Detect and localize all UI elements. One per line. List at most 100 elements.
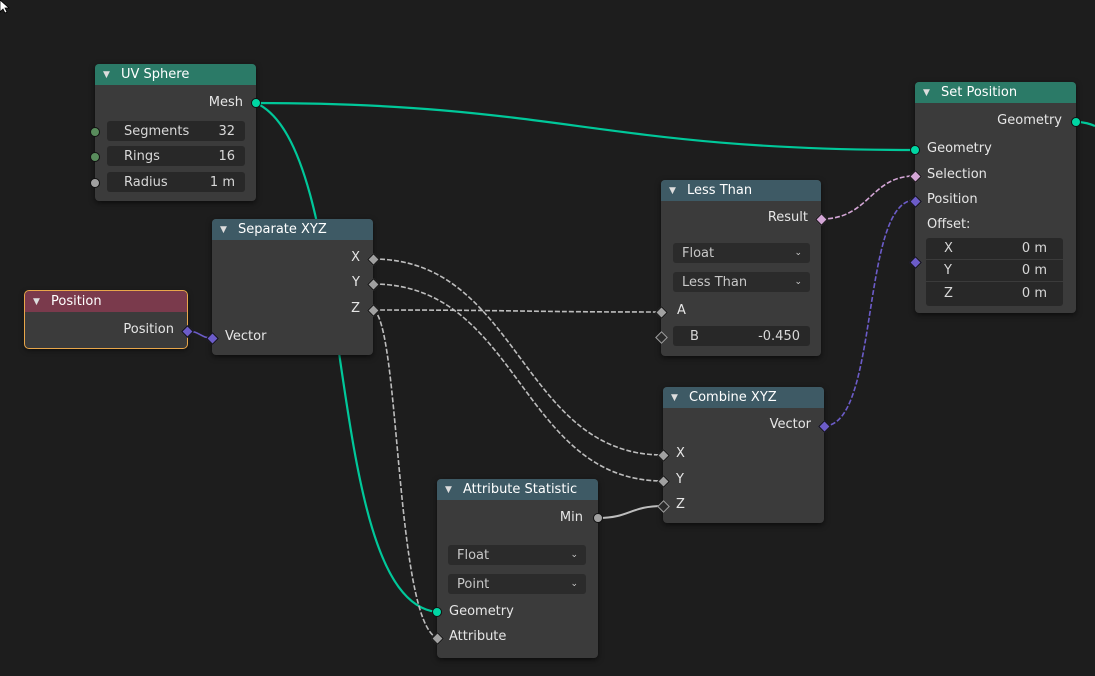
rings-input-socket[interactable] <box>90 152 100 162</box>
operation-value: Less Than <box>682 274 748 290</box>
position-header[interactable]: ▼ Position <box>25 291 187 312</box>
collapse-chevron-icon[interactable]: ▼ <box>671 392 678 403</box>
collapse-chevron-icon[interactable]: ▼ <box>923 87 930 98</box>
node-title: Separate XYZ <box>238 222 327 237</box>
link-min-to-combine-z <box>597 505 664 519</box>
a-input-label: A <box>677 303 686 318</box>
collapse-chevron-icon[interactable]: ▼ <box>220 224 227 235</box>
geometry-input-socket[interactable] <box>432 607 442 617</box>
radius-field[interactable]: Radius 1 m <box>107 172 245 192</box>
offset-y-value: 0 m <box>1021 263 1047 278</box>
segments-input-socket[interactable] <box>90 127 100 137</box>
separate-xyz-node[interactable]: ▼ Separate XYZ X Y Z Vector <box>212 219 373 355</box>
rings-field[interactable]: Rings 16 <box>107 146 245 166</box>
offset-y-field[interactable]: Y 0 m <box>926 260 1063 282</box>
combine-xyz-node[interactable]: ▼ Combine XYZ Vector X Y Z <box>663 387 824 523</box>
rings-value: 16 <box>218 148 235 164</box>
geometry-input-socket[interactable] <box>910 145 920 155</box>
link-z-to-attribute <box>372 309 438 639</box>
collapse-chevron-icon[interactable]: ▼ <box>33 296 40 307</box>
set-position-node[interactable]: ▼ Set Position Geometry Geometry Selecti… <box>915 82 1076 313</box>
rings-label: Rings <box>124 148 160 164</box>
node-title: UV Sphere <box>121 67 190 82</box>
segments-value: 32 <box>218 123 235 139</box>
offset-z-label: Z <box>944 285 953 301</box>
min-output-label: Min <box>559 510 583 525</box>
collapse-chevron-icon[interactable]: ▼ <box>103 69 110 80</box>
data-type-dropdown[interactable]: Float ⌄ <box>448 545 586 565</box>
attribute-input-label: Attribute <box>449 629 507 644</box>
x-output-label: X <box>351 250 360 265</box>
attribute-statistic-header[interactable]: ▼ Attribute Statistic <box>437 479 598 500</box>
min-output-socket[interactable] <box>593 513 603 523</box>
vector-output-label: Vector <box>769 417 811 432</box>
offset-x-label: X <box>944 241 953 256</box>
chevron-down-icon: ⌄ <box>794 277 802 287</box>
collapse-chevron-icon[interactable]: ▼ <box>669 185 676 196</box>
node-title: Set Position <box>941 85 1018 100</box>
mouse-cursor-icon <box>0 0 11 14</box>
geometry-output-socket[interactable] <box>1071 117 1081 127</box>
node-title: Position <box>51 294 102 309</box>
geometry-input-label: Geometry <box>449 604 514 619</box>
segments-label: Segments <box>124 123 190 139</box>
offset-vector-field[interactable]: X 0 m Y 0 m Z 0 m <box>926 238 1063 306</box>
geometry-output-label: Geometry <box>997 113 1062 128</box>
vector-input-label: Vector <box>225 329 267 344</box>
mesh-output-label: Mesh <box>208 95 243 110</box>
offset-x-field[interactable]: X 0 m <box>926 238 1063 260</box>
link-combine-to-set-position <box>823 199 916 427</box>
segments-field[interactable]: Segments 32 <box>107 121 245 141</box>
domain-dropdown[interactable]: Point ⌄ <box>448 574 586 594</box>
position-input-label: Position <box>927 192 978 207</box>
radius-input-socket[interactable] <box>90 178 100 188</box>
link-mesh-to-set-position <box>255 101 916 152</box>
b-value: -0.450 <box>758 328 800 344</box>
separate-xyz-header[interactable]: ▼ Separate XYZ <box>212 219 373 240</box>
radius-label: Radius <box>124 174 168 190</box>
node-title: Attribute Statistic <box>463 482 578 497</box>
position-node[interactable]: ▼ Position Position <box>24 290 188 349</box>
uv-sphere-header[interactable]: ▼ UV Sphere <box>95 64 256 85</box>
collapse-chevron-icon[interactable]: ▼ <box>445 484 452 495</box>
node-title: Less Than <box>687 183 753 198</box>
less-than-node[interactable]: ▼ Less Than Result Float ⌄ Less Than ⌄ A… <box>661 180 821 356</box>
offset-z-field[interactable]: Z 0 m <box>926 282 1063 304</box>
node-title: Combine XYZ <box>689 390 777 405</box>
less-than-header[interactable]: ▼ Less Than <box>661 180 821 201</box>
link-x-to-combine-x <box>372 258 664 456</box>
set-position-header[interactable]: ▼ Set Position <box>915 82 1076 103</box>
offset-x-value: 0 m <box>1021 241 1047 256</box>
y-output-label: Y <box>352 275 360 290</box>
domain-value: Point <box>457 576 490 592</box>
radius-value: 1 m <box>209 174 235 190</box>
chevron-down-icon: ⌄ <box>570 579 578 589</box>
x-input-label: X <box>676 446 685 461</box>
attribute-statistic-node[interactable]: ▼ Attribute Statistic Min Float ⌄ Point … <box>437 479 598 658</box>
link-less-than-to-selection <box>820 175 916 220</box>
uv-sphere-node[interactable]: ▼ UV Sphere Mesh Segments 32 Rings 16 Ra… <box>95 64 256 201</box>
result-output-label: Result <box>767 210 808 225</box>
geometry-input-label: Geometry <box>927 141 992 156</box>
z-output-label: Z <box>351 301 360 316</box>
y-input-label: Y <box>676 472 684 487</box>
data-type-dropdown[interactable]: Float ⌄ <box>673 243 810 263</box>
operation-dropdown[interactable]: Less Than ⌄ <box>673 272 810 292</box>
offset-z-value: 0 m <box>1021 285 1047 301</box>
mesh-output-socket[interactable] <box>251 98 261 108</box>
link-z-to-less-than-a <box>372 309 662 313</box>
offset-label: Offset: <box>927 217 971 232</box>
offset-y-label: Y <box>944 263 952 278</box>
data-type-value: Float <box>457 547 490 563</box>
link-y-to-combine-y <box>372 283 664 482</box>
b-label: B <box>690 328 699 344</box>
b-field[interactable]: B -0.450 <box>673 326 810 346</box>
chevron-down-icon: ⌄ <box>794 248 802 258</box>
data-type-value: Float <box>682 245 715 261</box>
selection-input-label: Selection <box>927 167 987 182</box>
combine-xyz-header[interactable]: ▼ Combine XYZ <box>663 387 824 408</box>
z-input-label: Z <box>676 497 685 512</box>
link-mesh-to-attribute-statistic <box>255 101 438 614</box>
chevron-down-icon: ⌄ <box>570 550 578 560</box>
position-output-label: Position <box>123 322 174 337</box>
